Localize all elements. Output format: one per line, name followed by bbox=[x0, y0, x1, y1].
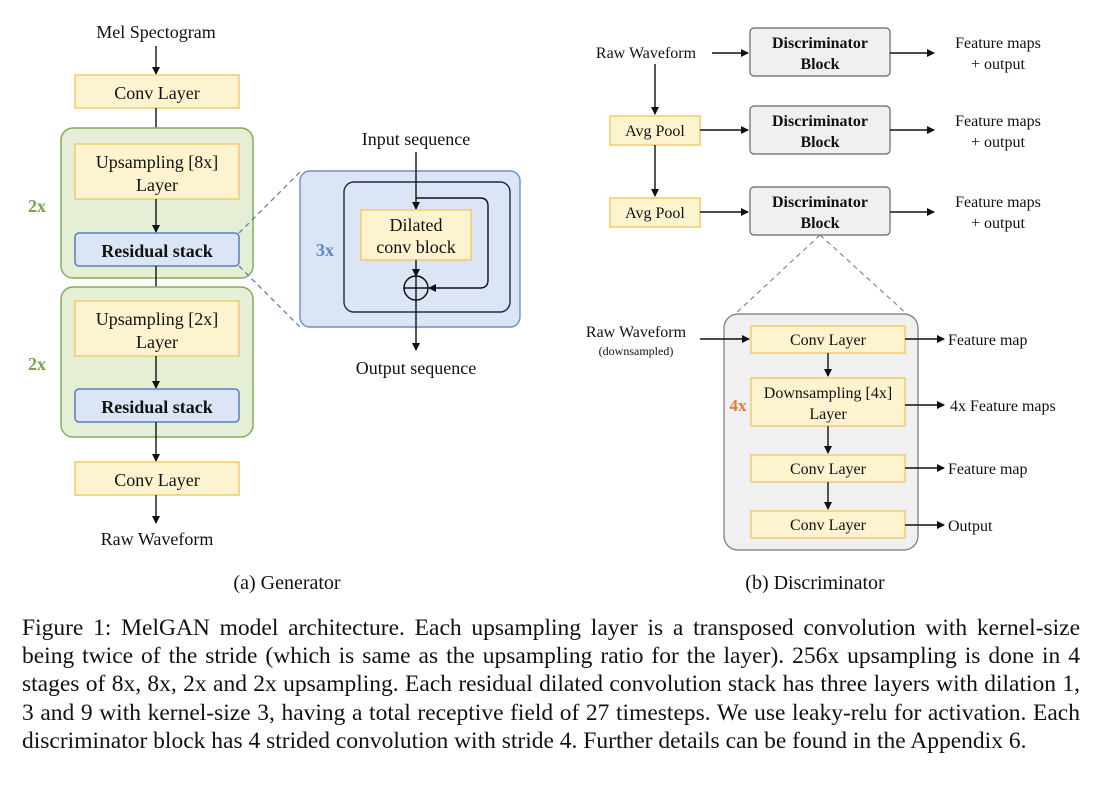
avg-pool-1 bbox=[609, 115, 701, 146]
generator-stage2-repeat: 2x bbox=[28, 354, 46, 374]
residual-input-label: Input sequence bbox=[362, 129, 470, 149]
avg-pool-2 bbox=[609, 197, 701, 228]
generator-upsampling-2x bbox=[74, 300, 240, 357]
residual-repeat: 3x bbox=[316, 240, 334, 260]
architecture-diagram: Mel Spectogram Conv Layer 2x Upsampling … bbox=[28, 22, 1056, 594]
generator-residual-stack-2-label: Residual stack bbox=[101, 397, 213, 417]
disc-detail-conv-1 bbox=[750, 325, 906, 354]
disc-detail-conv-3 bbox=[750, 510, 906, 539]
generator-upsampling-8x-line1: Upsampling [8x] bbox=[96, 152, 218, 172]
generator-upsampling-2x-line1: Upsampling [2x] bbox=[96, 309, 218, 329]
generator-upsampling-8x-line2: Layer bbox=[136, 175, 178, 195]
disc-out-3-line2: + output bbox=[971, 215, 1025, 232]
disc-out-2-line2: + output bbox=[971, 134, 1025, 151]
disc-block-1 bbox=[749, 27, 891, 77]
generator-output-label: Raw Waveform bbox=[101, 529, 214, 549]
discriminator-diagram: Raw Waveform Discriminator Block Feature… bbox=[596, 27, 1041, 594]
generator-conv-in bbox=[74, 74, 240, 109]
avg-pool-1-label: Avg Pool bbox=[625, 123, 685, 140]
generator-conv-in-label: Conv Layer bbox=[114, 83, 199, 103]
dilated-conv-block bbox=[360, 209, 472, 261]
generator-conv-out-label: Conv Layer bbox=[114, 470, 199, 490]
disc-out-1-line1: Feature maps bbox=[955, 35, 1041, 52]
residual-stack-detail: Input sequence 3x Dilated conv block Out… bbox=[299, 129, 521, 378]
disc-detail-conv-2 bbox=[750, 454, 906, 483]
disc-detail-downsampling bbox=[750, 377, 906, 427]
disc-detail-downsampling-line1: Downsampling [4x] bbox=[764, 385, 892, 402]
dilated-conv-block-line1: Dilated bbox=[390, 215, 443, 235]
generator-residual-stack-1 bbox=[74, 232, 240, 267]
generator-upsampling-8x bbox=[74, 143, 240, 200]
disc-out-2-line1: Feature maps bbox=[955, 113, 1041, 130]
generator-stage1-repeat: 2x bbox=[28, 196, 46, 216]
dilated-conv-block-line2: conv block bbox=[376, 237, 455, 257]
disc-block-1-line2: Block bbox=[800, 56, 839, 73]
disc-detail-conv-3-label: Conv Layer bbox=[790, 517, 867, 534]
disc-block-2-line2: Block bbox=[800, 134, 839, 151]
generator-residual-stack-2 bbox=[74, 388, 240, 423]
disc-block-3-line2: Block bbox=[800, 215, 839, 232]
disc-block-2-line1: Discriminator bbox=[772, 113, 868, 130]
disc-block-1-line1: Discriminator bbox=[772, 35, 868, 52]
disc-detail-repeat: 4x bbox=[730, 396, 748, 415]
discriminator-subcaption: (b) Discriminator bbox=[745, 572, 885, 594]
disc-detail-out-2: 4x Feature maps bbox=[950, 398, 1056, 415]
disc-detail-downsampling-line2: Layer bbox=[809, 406, 847, 423]
disc-detail-input-line2: (downsampled) bbox=[599, 344, 674, 358]
generator-conv-out bbox=[74, 461, 240, 496]
disc-out-1-line2: + output bbox=[971, 56, 1025, 73]
disc-input-label: Raw Waveform bbox=[596, 45, 697, 62]
disc-detail-conv-1-label: Conv Layer bbox=[790, 332, 867, 349]
disc-detail-out-4: Output bbox=[948, 518, 993, 535]
disc-block-3-line1: Discriminator bbox=[772, 194, 868, 211]
disc-detail-container bbox=[723, 313, 919, 551]
disc-out-3-line1: Feature maps bbox=[955, 194, 1041, 211]
generator-subcaption: (a) Generator bbox=[233, 572, 340, 594]
disc-block-detail: Raw Waveform (downsampled) Conv Layer Fe… bbox=[586, 313, 1056, 551]
generator-upsampling-2x-line2: Layer bbox=[136, 332, 178, 352]
figure-caption: Figure 1: MelGAN model architecture. Eac… bbox=[22, 615, 1080, 754]
avg-pool-2-label: Avg Pool bbox=[625, 205, 685, 222]
disc-detail-out-3: Feature map bbox=[948, 461, 1028, 478]
residual-output-label: Output sequence bbox=[356, 358, 476, 378]
disc-detail-input-line1: Raw Waveform bbox=[586, 324, 687, 341]
disc-detail-conv-2-label: Conv Layer bbox=[790, 461, 867, 478]
generator-residual-stack-1-label: Residual stack bbox=[101, 241, 213, 261]
generator-diagram: Mel Spectogram Conv Layer 2x Upsampling … bbox=[28, 22, 341, 594]
disc-detail-out-1: Feature map bbox=[948, 332, 1028, 349]
generator-input-label: Mel Spectogram bbox=[96, 22, 215, 42]
